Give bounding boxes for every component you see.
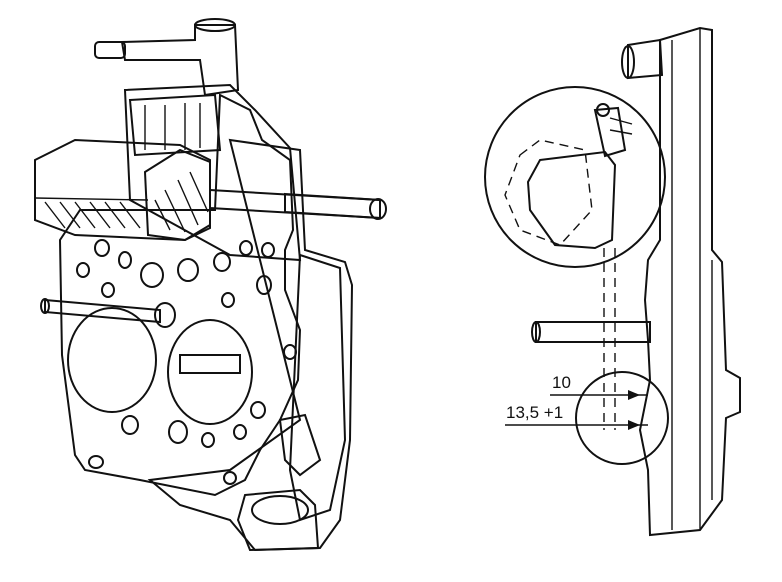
gasket-pin — [44, 298, 161, 324]
detail-circle-upper — [484, 86, 666, 268]
throttle-shaft — [179, 354, 241, 374]
detail-float — [526, 150, 617, 250]
dimension-label-13-5: 13,5 +1 — [506, 403, 563, 422]
side-body — [638, 26, 741, 537]
body-side-panel — [288, 253, 347, 522]
gauge-rod-end — [369, 198, 387, 220]
right-view: 10 13,5 +1 — [484, 26, 741, 537]
gasket-plate — [58, 93, 302, 497]
dim-arrow-10 — [628, 390, 640, 400]
upper-cover — [123, 83, 302, 262]
dim-arrow-13-5 — [628, 420, 640, 430]
dimension-label-10: 10 — [552, 373, 571, 392]
side-top-fitting — [627, 38, 664, 80]
inlet-pipe-elbow — [120, 24, 240, 97]
gasket-holes — [76, 239, 297, 485]
venturi-left — [67, 307, 157, 413]
carburetor-body — [147, 138, 354, 552]
detail-needle-valve — [593, 106, 627, 158]
needle-valve-housing — [128, 93, 222, 157]
detail-float-dashed — [504, 139, 593, 246]
pin-boss — [154, 302, 176, 328]
float-hatching — [44, 171, 209, 233]
body-lever — [278, 413, 322, 477]
inlet-pipe-nipple — [94, 41, 126, 59]
venturi-right — [167, 319, 253, 425]
body-lower-boss — [236, 488, 320, 552]
detail-circle-lower — [575, 371, 669, 465]
float-side — [143, 148, 211, 242]
gauge-rod-handle — [284, 192, 381, 220]
body-lower-cap — [251, 495, 309, 525]
left-view — [34, 18, 387, 552]
inlet-pipe-cap — [194, 18, 236, 32]
side-pin — [535, 321, 651, 343]
